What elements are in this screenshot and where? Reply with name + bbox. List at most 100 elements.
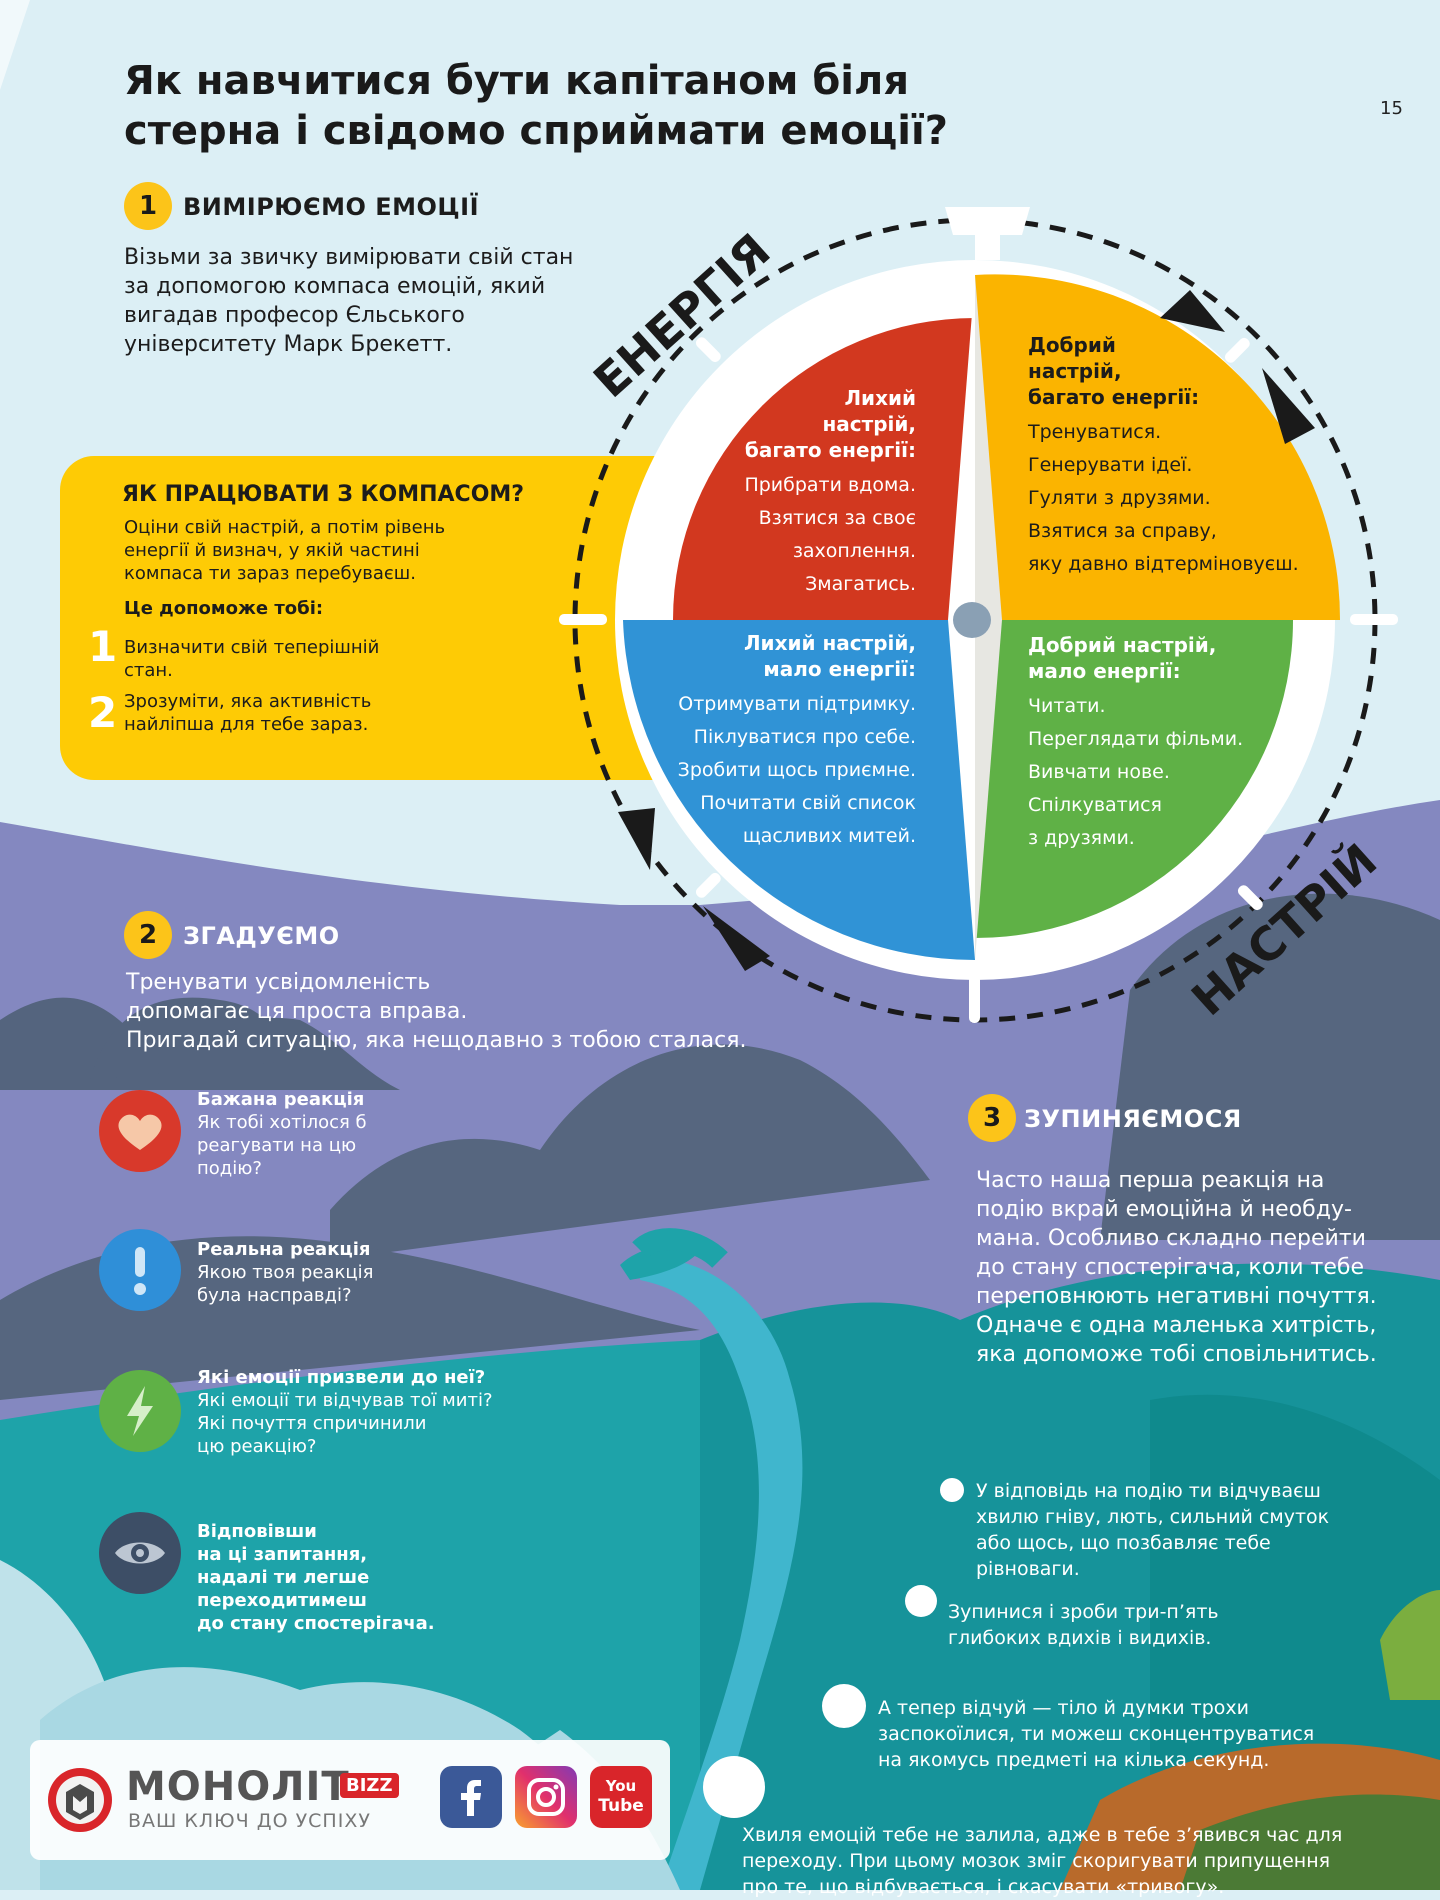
- step-dot: [905, 1585, 937, 1617]
- facebook-icon[interactable]: [440, 1766, 502, 1828]
- text-line: цю реакцію?: [197, 1436, 317, 1457]
- section-number-badge: 3: [968, 1094, 1016, 1142]
- list-item: Зрозуміти, яка активність найліпша для т…: [124, 690, 414, 736]
- step-dot: [822, 1684, 866, 1728]
- text-line: яка допоможе тобі сповільнитись.: [976, 1342, 1377, 1367]
- text-line: Пригадай ситуацію, яка нещодавно з тобою…: [126, 1028, 747, 1053]
- quadrant-red: Лихий настрій, багато енергії: Прибрати …: [700, 385, 916, 601]
- question-title: Реальна реакція: [197, 1239, 371, 1260]
- text-line: Тренувати усвідомленість: [126, 970, 431, 995]
- quadrant-item: Читати.: [1028, 695, 1106, 717]
- section-intro: Тренувати усвідомленість допомагає ця пр…: [126, 968, 766, 1055]
- text-line: Зупинися і зроби три-п’ять: [948, 1601, 1219, 1623]
- quadrant-title: Лихий: [844, 386, 916, 410]
- section-title: ВИМІРЮЄМО ЕМОЦІЇ: [183, 193, 480, 221]
- text-line: реагувати на цю: [197, 1135, 357, 1156]
- emotion-compass: ЕНЕРГІЯ НАСТРІЙ: [559, 207, 1398, 1026]
- step-dot: [940, 1478, 964, 1502]
- text-line: переходу. При цьому мозок зміг скоригува…: [742, 1850, 1331, 1872]
- text-line: компаса ти зараз перебуваєш.: [124, 563, 416, 584]
- helps-title: Це допоможе тобі:: [124, 598, 324, 619]
- brand-slogan: ВАШ КЛЮЧ ДО УСПІХУ: [128, 1810, 371, 1832]
- quadrant-item: Спілкуватися: [1028, 794, 1162, 816]
- text-line: Які почуття спричинили: [197, 1413, 427, 1434]
- text-line: надалі ти легше: [197, 1567, 370, 1588]
- text-line: переповнюють негативні почуття.: [976, 1284, 1377, 1309]
- text-line: на ці запитання,: [197, 1544, 368, 1565]
- text-line: Відповівши: [197, 1521, 317, 1542]
- text-line: на якомусь предметі на кілька секунд.: [878, 1749, 1270, 1771]
- quadrant-title: мало енергії:: [763, 657, 916, 681]
- question-block: Реальна реакція Якою твоя реакція була н…: [197, 1238, 507, 1307]
- text-line: Як тобі хотілося б: [197, 1112, 367, 1133]
- quadrant-title: настрій,: [822, 412, 916, 436]
- list-number: 1: [88, 622, 118, 671]
- text-line: за допомогою компаса емоцій, який: [124, 274, 546, 299]
- exclamation-icon: [99, 1229, 181, 1311]
- text-line: допомагає ця проста вправа.: [126, 999, 468, 1024]
- question-block: Відповівши на ці запитання, надалі ти ле…: [197, 1520, 507, 1635]
- section-number-badge: 1: [124, 182, 172, 230]
- quadrant-item: захоплення.: [792, 540, 916, 562]
- quadrant-item: Зробити щось приємне.: [677, 759, 916, 781]
- quadrant-item: Змагатись.: [805, 573, 916, 595]
- text-line: заспокоїлися, ти можеш сконцентруватися: [878, 1723, 1315, 1745]
- quadrant-item: Тренуватися.: [1028, 421, 1162, 443]
- text-line: Визначити свій теперішній стан.: [124, 637, 380, 681]
- instagram-icon[interactable]: [515, 1766, 577, 1828]
- text-line: була насправді?: [197, 1285, 352, 1306]
- text-line: глибоких вдихів і видихів.: [948, 1627, 1212, 1649]
- list-item: Визначити свій теперішній стан.: [124, 636, 414, 682]
- section-title: ЗГАДУЄМО: [183, 922, 340, 950]
- step-dot: [703, 1756, 765, 1818]
- text-line: мана. Особливо складно перейти: [976, 1226, 1366, 1251]
- youtube-label: Tube: [598, 1796, 644, 1816]
- question-block: Які емоції призвели до неї? Які емоції т…: [197, 1366, 507, 1458]
- quadrant-title: Добрий: [1028, 333, 1116, 357]
- text-line: вигадав професор Єльського: [124, 303, 465, 328]
- step-text: А тепер відчуй — тіло й думки трохи засп…: [878, 1695, 1378, 1773]
- youtube-label: You: [605, 1777, 637, 1795]
- text-line: Якою твоя реакція: [197, 1262, 374, 1283]
- section-intro: Візьми за звичку вимірювати свій стан за…: [124, 243, 604, 359]
- text-line: хвилю гніву, лють, сильний смуток: [976, 1506, 1330, 1528]
- quadrant-item: щасливих митей.: [742, 825, 916, 847]
- quadrant-item: Вивчати нове.: [1028, 761, 1170, 783]
- title-line: Як навчитися бути капітаном біля: [124, 58, 909, 104]
- brand-name: МОНОЛІТ: [126, 1764, 350, 1810]
- quadrant-item: Почитати свій список: [700, 792, 916, 814]
- quadrant-item: Взятися за своє: [758, 507, 916, 529]
- question-block: Бажана реакція Як тобі хотілося б реагув…: [197, 1088, 507, 1180]
- text-line: подію вкрай емоційна й необду-: [976, 1197, 1352, 1222]
- page-number: 15: [1380, 98, 1403, 119]
- step-text: Хвиля емоцій тебе не залила, адже в тебе…: [742, 1822, 1422, 1900]
- quadrant-item: з друзями.: [1028, 827, 1135, 849]
- text-line: Оціни свій настрій, а потім рівень: [124, 517, 446, 538]
- text-line: Які емоції ти відчував тої миті?: [197, 1390, 493, 1411]
- list-number: 2: [88, 688, 118, 737]
- quadrant-item: Піклуватися про себе.: [693, 726, 916, 748]
- text-line: Часто наша перша реакція на: [976, 1168, 1325, 1193]
- text-line: А тепер відчуй — тіло й думки трохи: [878, 1697, 1249, 1719]
- youtube-icon[interactable]: You Tube: [590, 1766, 652, 1828]
- text-line: енергії й визнач, у якій частині: [124, 540, 420, 561]
- quadrant-item: Взятися за справу,: [1028, 520, 1217, 542]
- text-line: У відповідь на подію ти відчуваєш: [976, 1480, 1321, 1502]
- text-line: Візьми за звичку вимірювати свій стан: [124, 245, 574, 270]
- text-line: Одначе є одна маленька хитрість,: [976, 1313, 1377, 1338]
- quadrant-item: Отримувати підтримку.: [678, 693, 916, 715]
- howto-title: ЯК ПРАЦЮВАТИ З КОМПАСОМ?: [122, 482, 525, 507]
- quadrant-title: багато енергії:: [744, 438, 916, 462]
- howto-text: Оціни свій настрій, а потім рівень енерг…: [124, 516, 454, 585]
- text-line: подію?: [197, 1158, 262, 1179]
- eye-icon: [99, 1512, 181, 1594]
- text-line: про те, що відбувається, і скасувати «тр…: [742, 1876, 1225, 1898]
- brand-tag: BIZZ: [340, 1773, 399, 1798]
- text-line: Зрозуміти, яка активність: [124, 691, 372, 712]
- text-line: найліпша для тебе зараз.: [124, 714, 369, 735]
- text-line: переходитимеш: [197, 1590, 367, 1611]
- text-line: університету Марк Брекетт.: [124, 332, 453, 357]
- quadrant-item: Прибрати вдома.: [744, 474, 916, 496]
- step-text: У відповідь на подію ти відчуваєш хвилю …: [976, 1478, 1396, 1582]
- quadrant-title: мало енергії:: [1028, 659, 1181, 683]
